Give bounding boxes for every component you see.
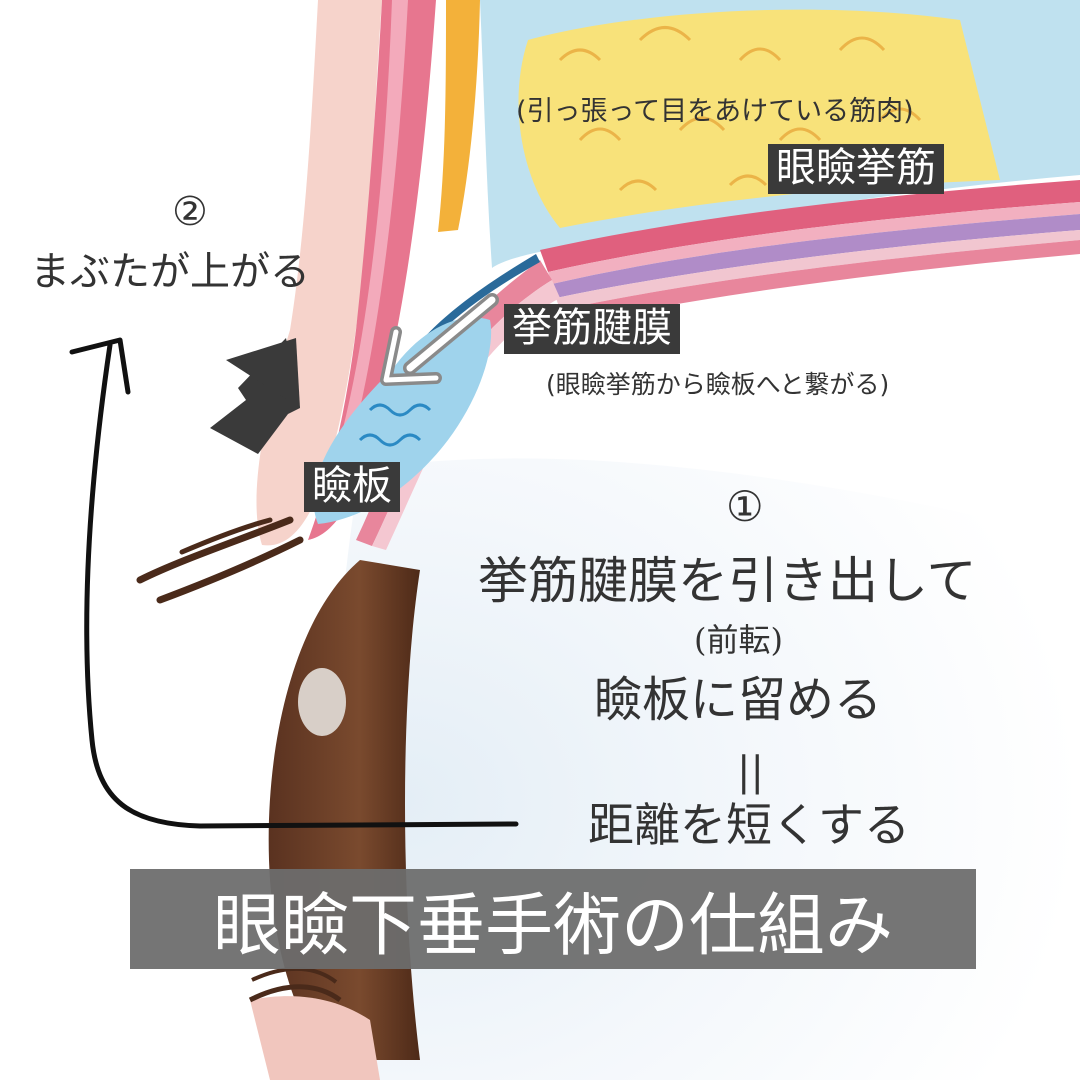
upper-eyelashes xyxy=(136,516,294,584)
levator-description: (引っ張って目をあけている筋肉) xyxy=(516,96,914,127)
aponeurosis-label: 挙筋腱膜 xyxy=(504,304,680,354)
page-title: 眼瞼下垂手術の仕組み xyxy=(212,886,893,966)
orange-stripe xyxy=(438,0,480,232)
step1-number: ① xyxy=(726,482,764,531)
step1-line4: 距離を短くする xyxy=(588,798,910,852)
step2-text: まぶたが上がる xyxy=(30,249,310,295)
iris-highlight xyxy=(298,668,346,736)
lower-eyelid xyxy=(250,996,380,1080)
step1-line2: (前転) xyxy=(694,621,783,659)
curved-arrow-icon xyxy=(84,342,519,829)
arrow-hollow-icon xyxy=(380,293,499,386)
step1-line1: 挙筋腱膜を引き出して xyxy=(478,552,977,610)
tarsus-label: 瞼板 xyxy=(304,462,400,512)
step1-equals: || xyxy=(737,749,764,795)
aponeurosis-description: (眼瞼挙筋から瞼板へと繋がる) xyxy=(546,370,890,399)
levator-muscle-band xyxy=(540,180,1080,272)
aponeurosis-band xyxy=(356,260,552,546)
step1-line3: 瞼板に留める xyxy=(594,672,883,728)
title-banner xyxy=(130,869,976,969)
step2-number: ② xyxy=(172,189,208,235)
levator-label: 眼瞼挙筋 xyxy=(768,144,944,194)
fat-texture xyxy=(558,26,922,192)
